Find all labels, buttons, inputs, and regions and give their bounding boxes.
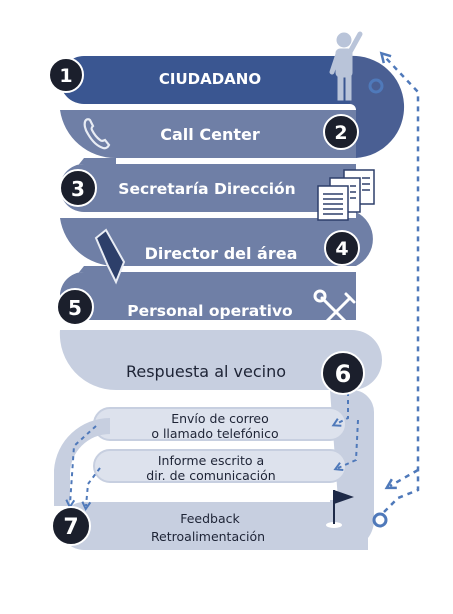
branch-arrow-right-2 <box>333 419 359 472</box>
branch-label-1b: o llamado telefónico <box>151 426 278 441</box>
phone-icon <box>83 118 111 150</box>
step-label-3: Secretaría Dirección <box>118 180 295 198</box>
step-badge-1: 1 <box>48 57 84 93</box>
step-label-7a: Feedback <box>180 511 240 526</box>
connector-branch-7 <box>54 417 110 506</box>
step-badge-6: 6 <box>321 351 365 395</box>
band-4 <box>60 218 356 267</box>
step-label-4: Director del área <box>145 244 298 263</box>
band-5 <box>60 272 356 320</box>
branch-arrow-left <box>65 425 97 510</box>
turn-1-2 <box>350 55 405 158</box>
step-label-5: Personal operativo <box>127 302 292 320</box>
branch-label-2b: dir. de comunicación <box>146 468 275 483</box>
band-7 <box>60 502 368 550</box>
pen-icon <box>94 228 126 285</box>
documents-icon <box>317 169 375 221</box>
branch-arrow-left-2 <box>81 467 101 511</box>
step-badge-2: 2 <box>323 114 359 150</box>
band-6 <box>59 330 382 391</box>
loop-start-dot <box>372 512 388 528</box>
step-badge-3: 3 <box>59 169 97 207</box>
branch-band-1 <box>93 407 347 441</box>
band-2 <box>60 110 356 159</box>
loop-arrow-bottom <box>384 468 419 490</box>
step-label-2: Call Center <box>160 125 260 144</box>
step-number-1: 1 <box>59 65 72 87</box>
step-number-4: 4 <box>335 238 348 260</box>
flag-icon <box>326 490 354 528</box>
step-label-1: CIUDADANO <box>159 70 261 88</box>
step-number-5: 5 <box>68 296 82 320</box>
branch-label-2a: Informe escrito a <box>158 453 264 468</box>
step-badge-5: 5 <box>56 288 94 326</box>
loop-end-dot <box>368 78 384 94</box>
step-number-2: 2 <box>334 122 347 144</box>
feedback-loop-arrow <box>379 51 420 513</box>
citizen-icon <box>329 31 363 101</box>
step-number-3: 3 <box>71 177 85 201</box>
step-label-7b: Retroalimentación <box>151 529 265 544</box>
step-label-6: Respuesta al vecino <box>126 362 286 381</box>
band-3 <box>60 164 356 212</box>
step-badge-4: 4 <box>324 230 360 266</box>
step-badge-7: 7 <box>51 506 91 546</box>
branch-band-2 <box>93 449 347 483</box>
branch-arrow-right <box>331 392 349 427</box>
branch-label-1a: Envío de correo <box>171 411 269 426</box>
band-1 <box>60 56 350 104</box>
turn-3-4 <box>356 212 373 266</box>
step-number-6: 6 <box>335 360 352 388</box>
tools-icon <box>313 289 356 328</box>
step-number-7: 7 <box>63 515 78 540</box>
